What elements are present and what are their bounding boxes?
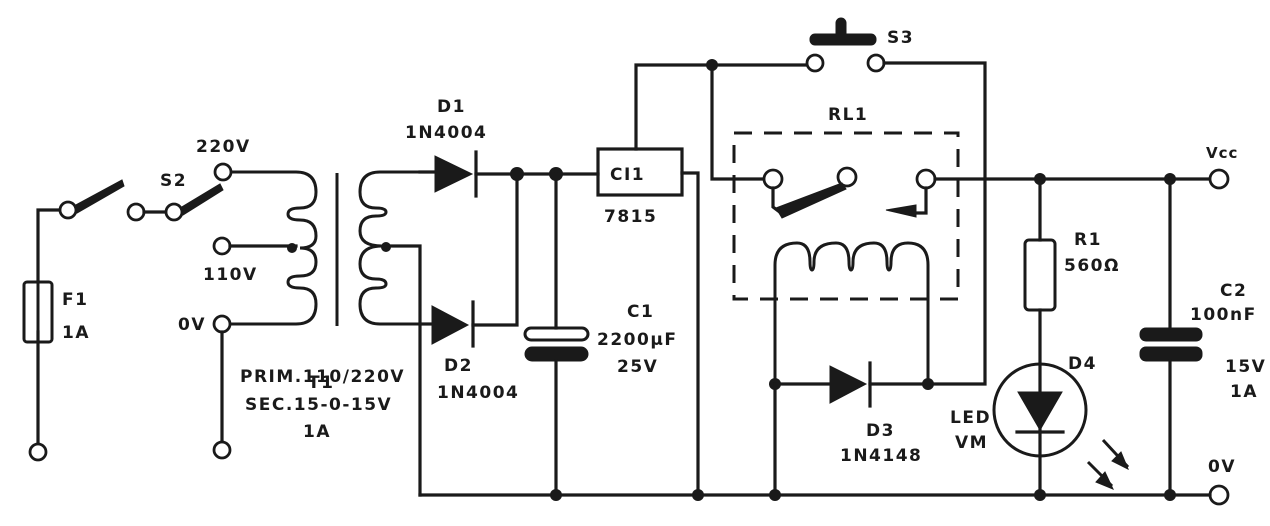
diode-d3 bbox=[829, 365, 868, 404]
rl1-label: RL1 bbox=[828, 105, 868, 125]
wire-ci1-ground bbox=[680, 171, 700, 497]
terminal-mains-left[interactable] bbox=[28, 442, 48, 462]
junction-gnd-c1 bbox=[550, 489, 562, 501]
light-arrows-icon bbox=[1086, 438, 1130, 490]
d4-diode bbox=[1017, 391, 1063, 431]
t1-sec: SEC.15-0-15V bbox=[245, 395, 392, 415]
relay-arm bbox=[775, 182, 847, 219]
d1-value: 1N4004 bbox=[405, 123, 487, 143]
ground-rail bbox=[418, 489, 1212, 501]
c1-label: C1 bbox=[627, 302, 654, 322]
junction-gnd-coil bbox=[769, 489, 781, 501]
c1-positive-plate bbox=[523, 326, 590, 342]
wire-ci1-output bbox=[634, 63, 812, 151]
relay-coil bbox=[773, 241, 930, 384]
f1-label: F1 bbox=[62, 290, 88, 310]
wire-d2-to-positive bbox=[471, 172, 519, 327]
wire-center-tap bbox=[384, 244, 422, 497]
c2-plate-bottom bbox=[1139, 346, 1203, 362]
junction-gnd-led bbox=[1034, 489, 1046, 501]
d2-label: D2 bbox=[444, 356, 473, 376]
relay-nc-contact[interactable] bbox=[836, 166, 858, 188]
wire-s3-right bbox=[882, 61, 987, 386]
s3-contact-right[interactable] bbox=[866, 53, 886, 73]
d2-value: 1N4004 bbox=[437, 383, 519, 403]
s3-label: S3 bbox=[887, 28, 914, 48]
gnd-label: 0V bbox=[1208, 457, 1236, 477]
output-voltage: 15V bbox=[1225, 357, 1266, 377]
junction-gnd-ci1 bbox=[692, 489, 704, 501]
junction-secondary-tap bbox=[381, 242, 391, 252]
d4-type-line1: LED bbox=[950, 408, 991, 428]
diode-d1 bbox=[434, 155, 474, 193]
output-current: 1A bbox=[1230, 382, 1258, 402]
s2-contact-2[interactable] bbox=[126, 202, 146, 222]
terminal-0v-primary[interactable] bbox=[212, 314, 232, 334]
diode-d2 bbox=[431, 305, 470, 345]
relay-common-contact[interactable] bbox=[762, 168, 784, 190]
s3-contact-left[interactable] bbox=[805, 53, 825, 73]
output-terminals: Vcc 15V 1A 0V bbox=[1168, 144, 1266, 506]
capacitor-c2: C2 100nF bbox=[1139, 173, 1257, 497]
tap-220v-label: 220V bbox=[196, 137, 251, 157]
d1-label: D1 bbox=[437, 97, 466, 117]
s2-lever-1[interactable] bbox=[73, 179, 125, 214]
ci1-value: 7815 bbox=[604, 207, 657, 227]
rectifier: D1 1N4004 D2 1N4004 bbox=[405, 97, 600, 403]
capacitor-c1: C1 2200µF 25V bbox=[523, 167, 677, 497]
tap-0v-label: 0V bbox=[178, 315, 206, 335]
relay-no-arrow bbox=[885, 204, 917, 218]
tap-110v-label: 110V bbox=[203, 265, 258, 285]
r1-label: R1 bbox=[1074, 230, 1102, 250]
c2-label: C2 bbox=[1220, 281, 1247, 301]
terminal-220v[interactable] bbox=[213, 162, 233, 182]
s3-button[interactable] bbox=[835, 17, 847, 41]
c1-value: 2200µF bbox=[597, 330, 677, 350]
diode-d3-group: D3 1N4148 bbox=[769, 361, 934, 497]
t1-prim-visible: PRIM.110/220V bbox=[240, 367, 405, 387]
switch-s3[interactable]: S3 bbox=[706, 17, 987, 386]
mains-input: F1 1A S2 220V 110V 0V bbox=[22, 137, 258, 462]
led-indicator: R1 560Ω D4 LED VM bbox=[950, 173, 1130, 497]
d4-type-line2: VM bbox=[955, 433, 988, 453]
s2-contact-1[interactable] bbox=[58, 200, 78, 220]
junction-gnd-c2 bbox=[1164, 489, 1176, 501]
r1-value: 560Ω bbox=[1064, 256, 1120, 276]
relay-enclosure bbox=[732, 131, 960, 301]
terminal-110v[interactable] bbox=[212, 236, 232, 256]
vcc-label: Vcc bbox=[1206, 144, 1238, 162]
c1-negative-plate bbox=[524, 346, 589, 362]
s2-label: S2 bbox=[160, 171, 187, 191]
t1-current: 1A bbox=[303, 422, 331, 442]
resistor-r1 bbox=[1023, 238, 1057, 312]
terminal-mains-right[interactable] bbox=[212, 440, 232, 460]
junction-d3-cathode bbox=[922, 378, 934, 390]
s2-contact-3[interactable] bbox=[164, 202, 184, 222]
c2-plate-top bbox=[1139, 327, 1203, 342]
d3-value: 1N4148 bbox=[840, 446, 922, 466]
regulator-ci1: CI1 7815 bbox=[596, 63, 812, 497]
relay-no-contact[interactable] bbox=[915, 168, 937, 190]
terminal-gnd[interactable] bbox=[1208, 484, 1230, 506]
d3-label: D3 bbox=[866, 421, 895, 441]
c1-voltage: 25V bbox=[617, 357, 658, 377]
d4-label: D4 bbox=[1068, 354, 1097, 374]
junction-d1-d2 bbox=[510, 167, 524, 181]
terminal-vcc[interactable] bbox=[1208, 168, 1230, 190]
s2-lever-2[interactable] bbox=[179, 183, 224, 216]
relay-no-lead bbox=[910, 186, 928, 215]
f1-value: 1A bbox=[62, 323, 90, 343]
c2-value: 100nF bbox=[1190, 305, 1257, 325]
wire-s3-to-relay bbox=[710, 63, 769, 181]
junction-primary-tap bbox=[287, 243, 297, 253]
relay-rl1: RL1 bbox=[732, 105, 1170, 384]
wire-f1-to-s2 bbox=[36, 208, 62, 284]
transformer-t1: T1 PRIM.110/220V PRIM.110/220V SEC.15-0-… bbox=[228, 170, 422, 497]
d4-body bbox=[992, 362, 1088, 458]
ci1-label: CI1 bbox=[610, 165, 645, 185]
t1-label: T1 bbox=[308, 373, 334, 393]
t1-primary-winding bbox=[230, 170, 318, 326]
